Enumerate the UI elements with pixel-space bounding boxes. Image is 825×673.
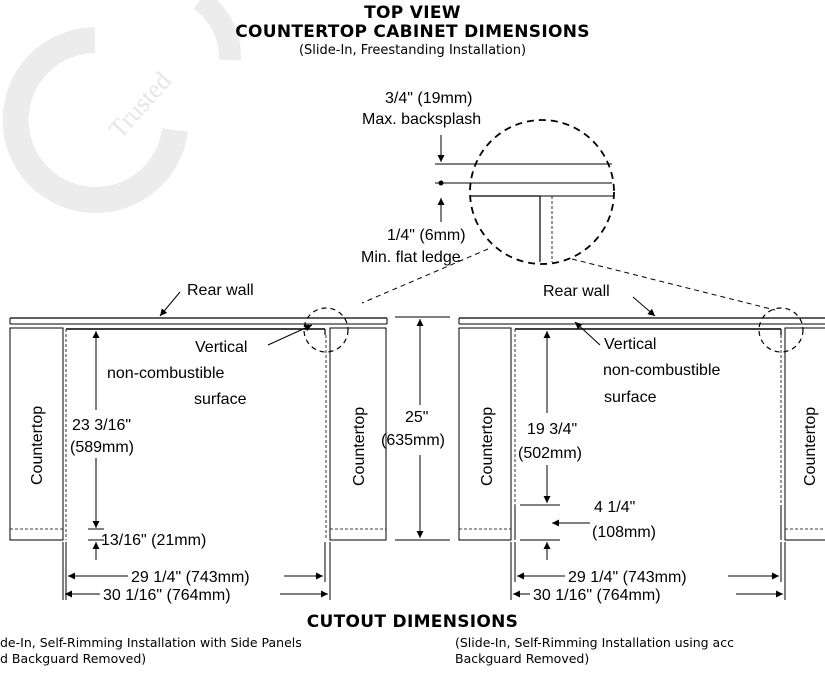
total-depth-dimension (395, 316, 450, 541)
page-subtitle: (Slide-In, Freestanding Installation) (298, 43, 527, 58)
left-cutout-drawing (9, 291, 388, 600)
right-front-mm-label: (108mm) (592, 524, 656, 541)
right-surface-label: surface (604, 389, 657, 406)
right-note-line2: Backguard Removed) (455, 651, 590, 666)
left-front-gap-label: 13/16" (21mm) (101, 532, 206, 549)
left-depth-label: 23 3/16" (72, 417, 131, 434)
left-outer-width-label: 30 1/16" (764mm) (103, 587, 231, 604)
right-note-line1: (Slide-In, Self-Rimming Installation usi… (455, 635, 734, 650)
left-countertop-a-label: Countertop (29, 406, 46, 485)
left-inner-width-label: 29 1/4" (743mm) (131, 569, 250, 586)
view-title: TOP VIEW (364, 3, 461, 23)
backsplash-dim-label: 3/4" (19mm) (385, 90, 472, 107)
left-rear-wall-label: Rear wall (187, 282, 254, 299)
right-noncombustible-label: non-combustible (603, 362, 721, 379)
detail-magnifier (361, 119, 776, 311)
right-outer-width-label: 30 1/16" (764mm) (533, 587, 661, 604)
left-note-line1: de-In, Self-Rimming Installation with Si… (0, 635, 302, 650)
left-note-line2: d Backguard Removed) (0, 651, 147, 666)
page-title: COUNTERTOP CABINET DIMENSIONS (235, 22, 590, 42)
cutout-title: CUTOUT DIMENSIONS (306, 612, 519, 632)
right-cutout-drawing (458, 296, 825, 600)
right-front-dim-label: 4 1/4" (594, 499, 635, 516)
right-vertical-label: Vertical (604, 336, 656, 353)
ledge-dim-label: 1/4" (6mm) (387, 227, 466, 244)
right-depth-mm-label: (502mm) (518, 445, 582, 462)
total-depth-label: 25" (405, 409, 428, 426)
total-depth-mm-label: (635mm) (381, 432, 445, 449)
left-depth-mm-label: (589mm) (70, 439, 134, 456)
left-surface-label: surface (194, 391, 247, 408)
ledge-label: Min. flat ledge (361, 249, 461, 266)
right-depth-label: 19 3/4" (527, 421, 577, 438)
backsplash-label: Max. backsplash (362, 111, 481, 128)
right-rear-wall-label: Rear wall (543, 283, 610, 300)
right-countertop-a-label: Countertop (479, 407, 496, 486)
left-noncombustible-label: non-combustible (107, 365, 225, 382)
right-countertop-b-label: Countertop (802, 407, 819, 486)
left-countertop-b-label: Countertop (351, 407, 368, 486)
right-inner-width-label: 29 1/4" (743mm) (568, 569, 687, 586)
left-vertical-label: Vertical (195, 339, 247, 356)
